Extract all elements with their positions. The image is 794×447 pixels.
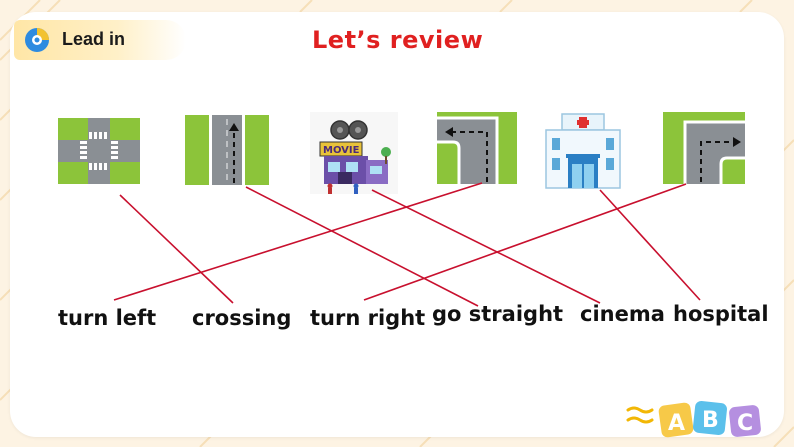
block-c-letter: C (737, 411, 753, 436)
match-line-turn-left (113, 182, 483, 301)
content-card (10, 12, 784, 437)
svg-text:MOVIE: MOVIE (323, 145, 360, 156)
hospital-icon (542, 112, 624, 190)
word-cinema: cinema (580, 302, 665, 326)
match-line-turn-right (363, 183, 687, 301)
word-hospital: hospital (673, 302, 769, 326)
left-turn-road-icon (437, 112, 517, 184)
abc-blocks-decoration: A B C (626, 401, 761, 438)
block-b-letter: B (702, 408, 719, 433)
movie-theater-icon: MOVIE (310, 112, 398, 194)
word-go-straight: go straight (432, 302, 564, 326)
word-turn-right: turn right (310, 306, 426, 330)
crossroad-icon (58, 118, 140, 184)
page-title: Let’s review (312, 26, 484, 54)
logo-icon (25, 28, 49, 52)
right-turn-road-icon (663, 112, 745, 184)
match-line-hospital (599, 189, 701, 301)
word-turn-left: turn left (58, 306, 157, 330)
word-crossing: crossing (192, 306, 292, 330)
straight-road-icon (185, 115, 269, 185)
match-line-go-straight (245, 186, 479, 307)
match-line-cinema (371, 189, 601, 304)
match-line-crossing (119, 194, 234, 304)
section-tag-label: Lead in (62, 29, 126, 49)
block-a-letter: A (668, 411, 685, 436)
